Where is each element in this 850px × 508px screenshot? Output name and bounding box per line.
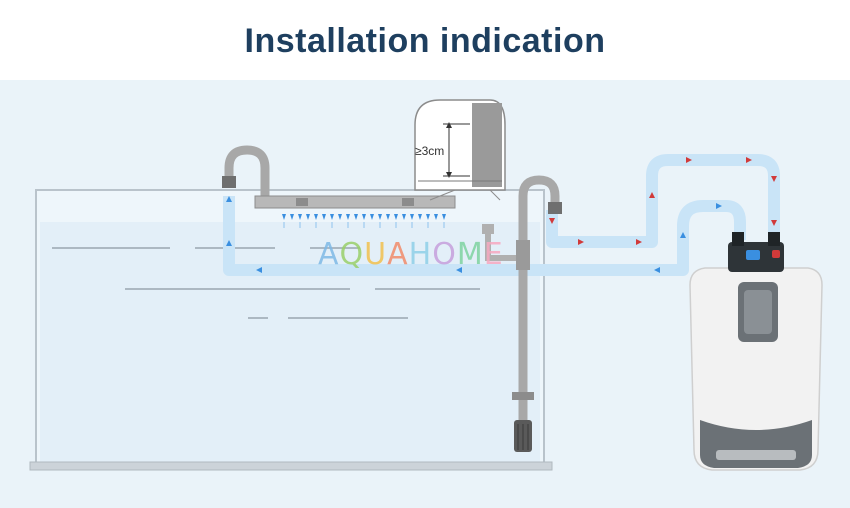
return-flow-arrows — [549, 157, 777, 245]
magnifier-callout: ≥3cm — [414, 99, 506, 201]
spray-bar-assembly — [222, 145, 456, 228]
watermark-letter: A — [318, 237, 340, 272]
intake-flow-arrows — [226, 196, 743, 273]
distance-label: ≥3cm — [415, 144, 444, 158]
aquahome-watermark: AQUAHOME — [318, 237, 504, 272]
watermark-letter: A — [387, 237, 409, 272]
watermark-letter: H — [408, 237, 433, 272]
aquarium-tank — [29, 189, 553, 471]
return-flow-path — [546, 154, 780, 248]
watermark-letter: O — [432, 237, 457, 272]
canister-filter — [689, 232, 823, 471]
title-band: Installation indication — [0, 0, 850, 80]
water-flow-path — [223, 196, 746, 276]
watermark-letter: Q — [339, 237, 365, 272]
intake-pipe-assembly — [482, 175, 562, 452]
watermark-letter: M — [456, 237, 484, 272]
watermark-letter: U — [364, 237, 388, 272]
page-title: Installation indication — [244, 22, 606, 60]
watermark-letter: E — [483, 237, 504, 272]
